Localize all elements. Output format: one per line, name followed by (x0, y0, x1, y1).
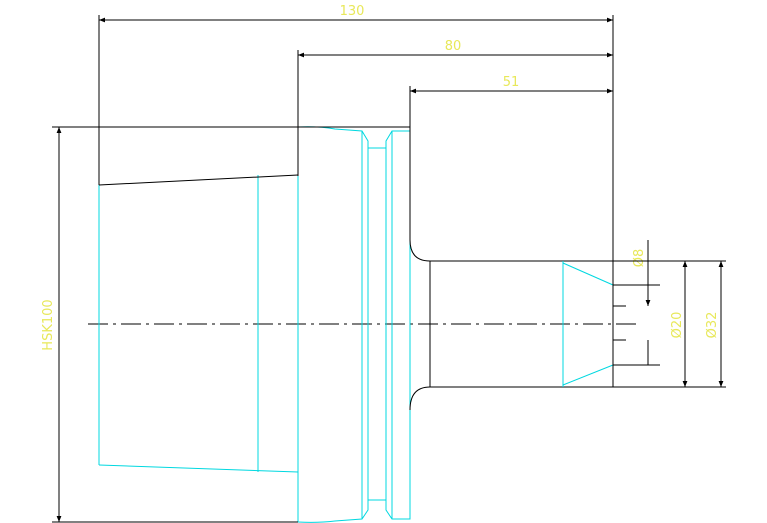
shank-diameter-label: Ø32 (705, 312, 720, 339)
taper-section (98, 175, 299, 473)
shank (409, 127, 660, 411)
dimension-hsk: HSK100 (41, 126, 410, 523)
dimension-shank-diameter: Ø32 (613, 260, 726, 388)
overall-length-label: 130 (340, 4, 365, 19)
flange-body (297, 126, 411, 523)
dimension-overall-length: 130 (98, 4, 614, 262)
dimension-flange-length: 80 (297, 39, 613, 176)
tip-diameter-label: Ø8 (632, 249, 647, 268)
dimension-shank-length: 51 (409, 75, 613, 127)
dimension-bore-diameter: Ø20 (660, 260, 690, 388)
dimension-tip-diameter: Ø8 (632, 240, 651, 365)
shank-length-label: 51 (503, 75, 520, 90)
hsk-label: HSK100 (41, 299, 56, 350)
flange-length-label: 80 (445, 39, 462, 54)
bore-diameter-label: Ø20 (670, 312, 685, 339)
